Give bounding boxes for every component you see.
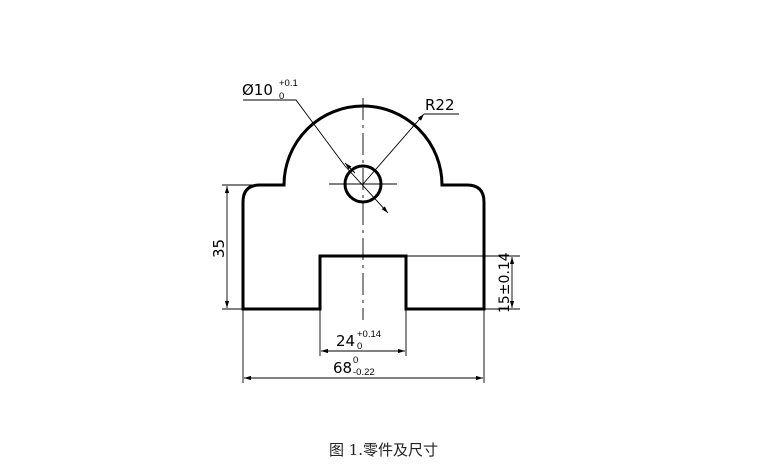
part-outline	[241, 104, 486, 311]
slot-width-lower-tol: 0	[357, 341, 362, 352]
diameter-leader-arrow	[344, 165, 389, 214]
diameter-leader	[243, 99, 346, 167]
overall-width-lower-tol: -0.22	[353, 367, 375, 378]
figure-caption: 图 1.零件及尺寸	[328, 441, 439, 459]
diameter-base-text: Ø10	[242, 81, 273, 99]
radius-leader	[362, 113, 425, 185]
overall-width-upper-tol: 0	[353, 355, 358, 366]
height-text: 35	[210, 239, 228, 258]
slot-width-base-text: 24	[336, 332, 355, 350]
radius-text: R22	[425, 96, 455, 114]
diameter-upper-tol: +0.1	[279, 78, 298, 89]
slot-width-upper-tol: +0.14	[357, 329, 381, 340]
diameter-lower-tol: 0	[279, 91, 284, 102]
depth-text: 15±0.14	[497, 252, 513, 313]
diameter-arrow-top	[344, 162, 356, 174]
overall-width-base-text: 68	[333, 359, 352, 377]
